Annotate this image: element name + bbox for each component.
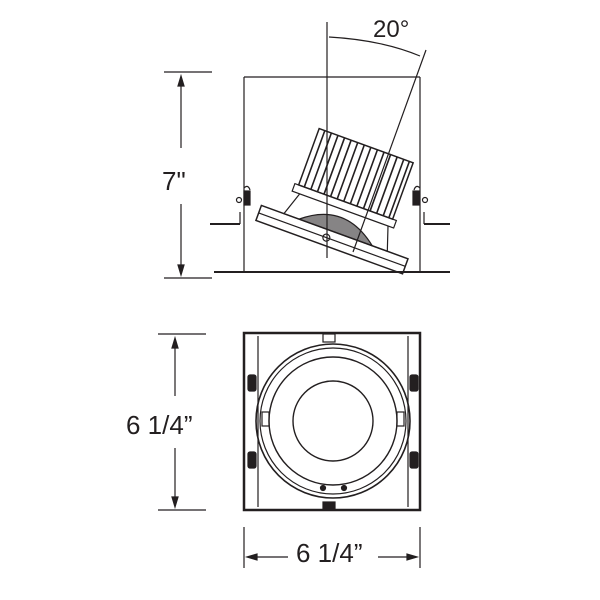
side-view xyxy=(164,22,450,279)
left-clip xyxy=(235,185,251,206)
housing xyxy=(210,76,450,273)
frame-outer xyxy=(242,331,422,512)
lens xyxy=(292,380,374,462)
height-dimension xyxy=(164,71,212,279)
square-width-dimension xyxy=(243,527,421,568)
square-height-dimension-label: 6 1/4” xyxy=(126,410,193,440)
lamp-head xyxy=(254,127,415,275)
tilt-angle-label: 20° xyxy=(373,16,410,43)
trim-ring-outer xyxy=(255,343,411,499)
height-dimension-label: 7" xyxy=(162,166,186,196)
bottom-view xyxy=(158,331,422,568)
tilted-axis-line xyxy=(352,49,427,253)
right-clip xyxy=(412,185,429,206)
trim-ring-inner xyxy=(268,356,398,486)
square-height-dimension xyxy=(158,333,206,511)
square-width-dimension-label: 6 1/4” xyxy=(294,538,365,568)
angle-arc xyxy=(328,36,421,57)
